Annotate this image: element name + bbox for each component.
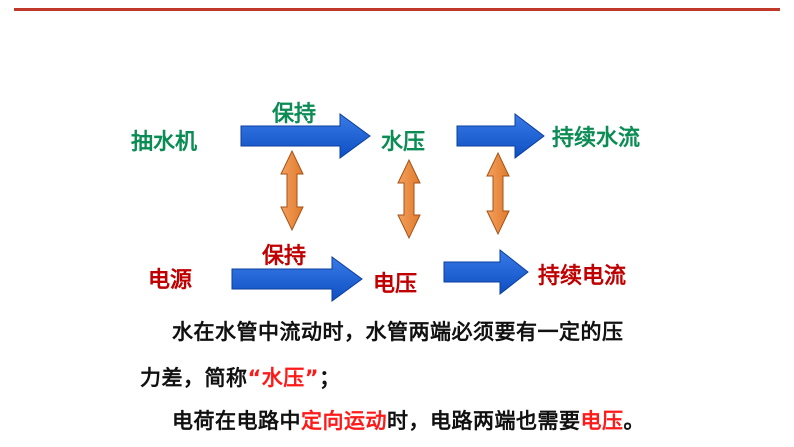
text-line-3-middle: 时，电路两端也需要 — [387, 409, 581, 433]
text-line-2: 力差，简称“水压”； — [140, 362, 341, 392]
top-accent-bar — [14, 8, 780, 11]
label-keep-water: 保持 — [272, 102, 317, 127]
text-line-2-suffix: ； — [319, 366, 341, 390]
text-line-3: 电荷在电路中定向运动时，电路两端也需要电压。 — [172, 405, 645, 435]
text-directional-motion-highlight: 定向运动 — [301, 409, 387, 433]
double-arrow-pump-source — [280, 149, 304, 232]
text-line-1: 水在水管中流动时，水管两端必须要有一定的压 — [172, 316, 624, 346]
arrow-source-to-voltage — [231, 256, 363, 302]
arrow-pressure-to-flow — [456, 112, 545, 160]
label-continuous-current: 持续电流 — [538, 264, 627, 289]
text-water-pressure-highlight: “水压” — [247, 366, 320, 390]
label-voltage: 电压 — [373, 272, 418, 297]
double-arrow-pressure-voltage — [397, 158, 421, 240]
arrow-pump-to-pressure — [240, 113, 371, 159]
text-line-1-content: 水在水管中流动时，水管两端必须要有一定的压 — [172, 320, 624, 344]
label-keep-electric: 保持 — [262, 244, 307, 269]
text-line-2-prefix: 力差，简称 — [140, 366, 248, 390]
double-arrow-flow-current — [486, 151, 510, 236]
text-line-3-suffix: 。 — [623, 409, 645, 433]
label-continuous-water-flow: 持续水流 — [552, 126, 641, 151]
label-water-pressure: 水压 — [381, 130, 426, 155]
label-power-source: 电源 — [148, 268, 193, 293]
text-line-3-prefix: 电荷在电路中 — [172, 409, 301, 433]
text-voltage-highlight: 电压 — [580, 409, 624, 433]
arrow-voltage-to-current — [443, 248, 529, 296]
label-pump: 抽水机 — [131, 130, 198, 155]
